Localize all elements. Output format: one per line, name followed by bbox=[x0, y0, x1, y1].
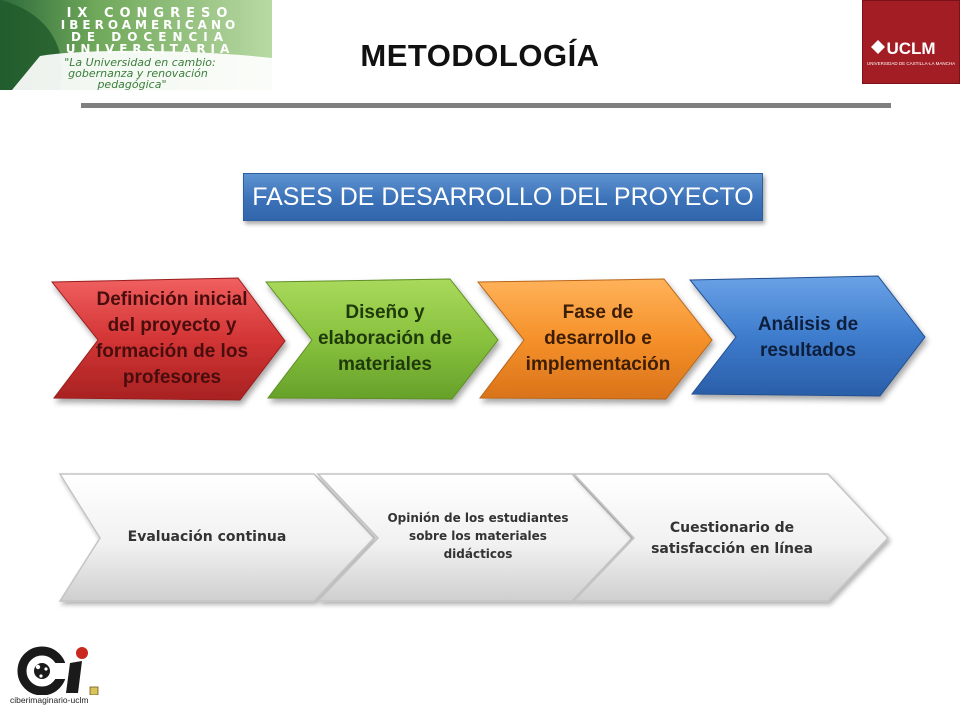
uclm-emblem-icon bbox=[871, 40, 885, 54]
congress-logo-line-2: IBEROAMERICANO bbox=[61, 18, 239, 32]
phase-3-line-3: implementación bbox=[526, 354, 671, 375]
evaluation-chevron-3 bbox=[572, 473, 890, 602]
evaluation-2-line-3: didácticos bbox=[444, 547, 513, 561]
evaluation-2-line-1: Opinión de los estudiantes bbox=[387, 511, 568, 525]
congress-logo-line-3: DE DOCENCIA bbox=[71, 30, 229, 44]
phase-chevron-1 bbox=[50, 277, 286, 401]
uclm-logo-text: UCLM bbox=[886, 39, 936, 58]
congress-logo-line-4: UNIVERSITARIA bbox=[66, 42, 235, 56]
phase-1-line-4: profesores bbox=[123, 367, 221, 388]
congress-logo: IX CONGRESO IBEROAMERICANO DE DOCENCIA U… bbox=[0, 0, 272, 90]
congress-logo-tagline-3: pedagógica" bbox=[96, 78, 166, 90]
phase-chevron-4 bbox=[688, 275, 926, 397]
title-divider bbox=[81, 103, 891, 108]
congress-logo-line-1: IX CONGRESO bbox=[67, 6, 234, 21]
phases-banner-text: FASES DE DESARROLLO DEL PROYECTO bbox=[252, 183, 754, 211]
phase-2-line-3: materiales bbox=[338, 354, 432, 375]
phase-1-line-1: Definición inicial bbox=[97, 289, 248, 310]
phase-2-line-1: Diseño y bbox=[345, 302, 425, 323]
evaluation-2-line-2: sobre los materiales bbox=[409, 529, 547, 543]
phase-1-line-3: formación de los bbox=[96, 341, 248, 362]
evaluation-1-line-1: Evaluación continua bbox=[128, 529, 287, 545]
evaluation-chevron-2 bbox=[316, 473, 634, 602]
phase-3-line-2: desarrollo e bbox=[544, 328, 652, 349]
phase-1-line-2: del proyecto y bbox=[108, 315, 237, 336]
congress-logo-tagline-2: gobernanza y renovación bbox=[68, 67, 208, 80]
ciberimaginario-emblem-icon bbox=[17, 646, 99, 696]
phase-chevron-3 bbox=[476, 278, 713, 400]
congress-logo-tagline-1: "La Universidad en cambio: bbox=[64, 56, 216, 69]
phase-chevron-2 bbox=[264, 278, 499, 400]
ciberimaginario-logo bbox=[12, 645, 120, 715]
phase-3-line-1: Fase de bbox=[563, 302, 634, 323]
phases-banner: FASES DE DESARROLLO DEL PROYECTO bbox=[243, 173, 763, 221]
evaluation-3-line-2: satisfacción en línea bbox=[651, 541, 813, 557]
uclm-logo-subtitle: UNIVERSIDAD DE CASTILLA-LA MANCHA bbox=[866, 61, 956, 66]
ciberimaginario-caption: ciberimaginario-uclm bbox=[10, 695, 89, 705]
phase-4-line-2: resultados bbox=[760, 340, 856, 361]
uclm-logo: UCLM UNIVERSIDAD DE CASTILLA-LA MANCHA bbox=[862, 0, 960, 84]
phase-2-line-2: elaboración de bbox=[318, 328, 452, 349]
phase-4-line-1: Análisis de bbox=[758, 314, 858, 335]
evaluation-3-line-1: Cuestionario de bbox=[670, 520, 794, 536]
evaluation-chevron-1 bbox=[58, 473, 376, 602]
page-title: METODOLOGÍA bbox=[360, 38, 600, 73]
